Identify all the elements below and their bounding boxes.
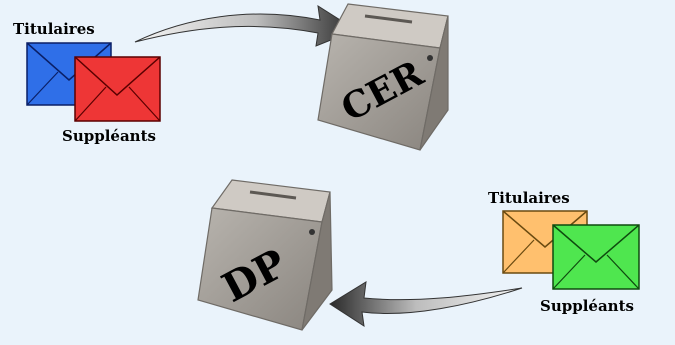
label-suppleants-top: Suppléants	[62, 127, 156, 145]
arrow-to-cer	[135, 6, 356, 46]
label-titulaires-bottom: Titulaires	[488, 189, 570, 207]
label-suppleants-bottom: Suppléants	[540, 297, 634, 315]
envelope-suppleants-top	[75, 57, 160, 121]
envelope-suppleants-bottom	[553, 225, 639, 289]
label-titulaires-top: Titulaires	[13, 20, 95, 38]
arrow-to-dp	[330, 282, 522, 326]
